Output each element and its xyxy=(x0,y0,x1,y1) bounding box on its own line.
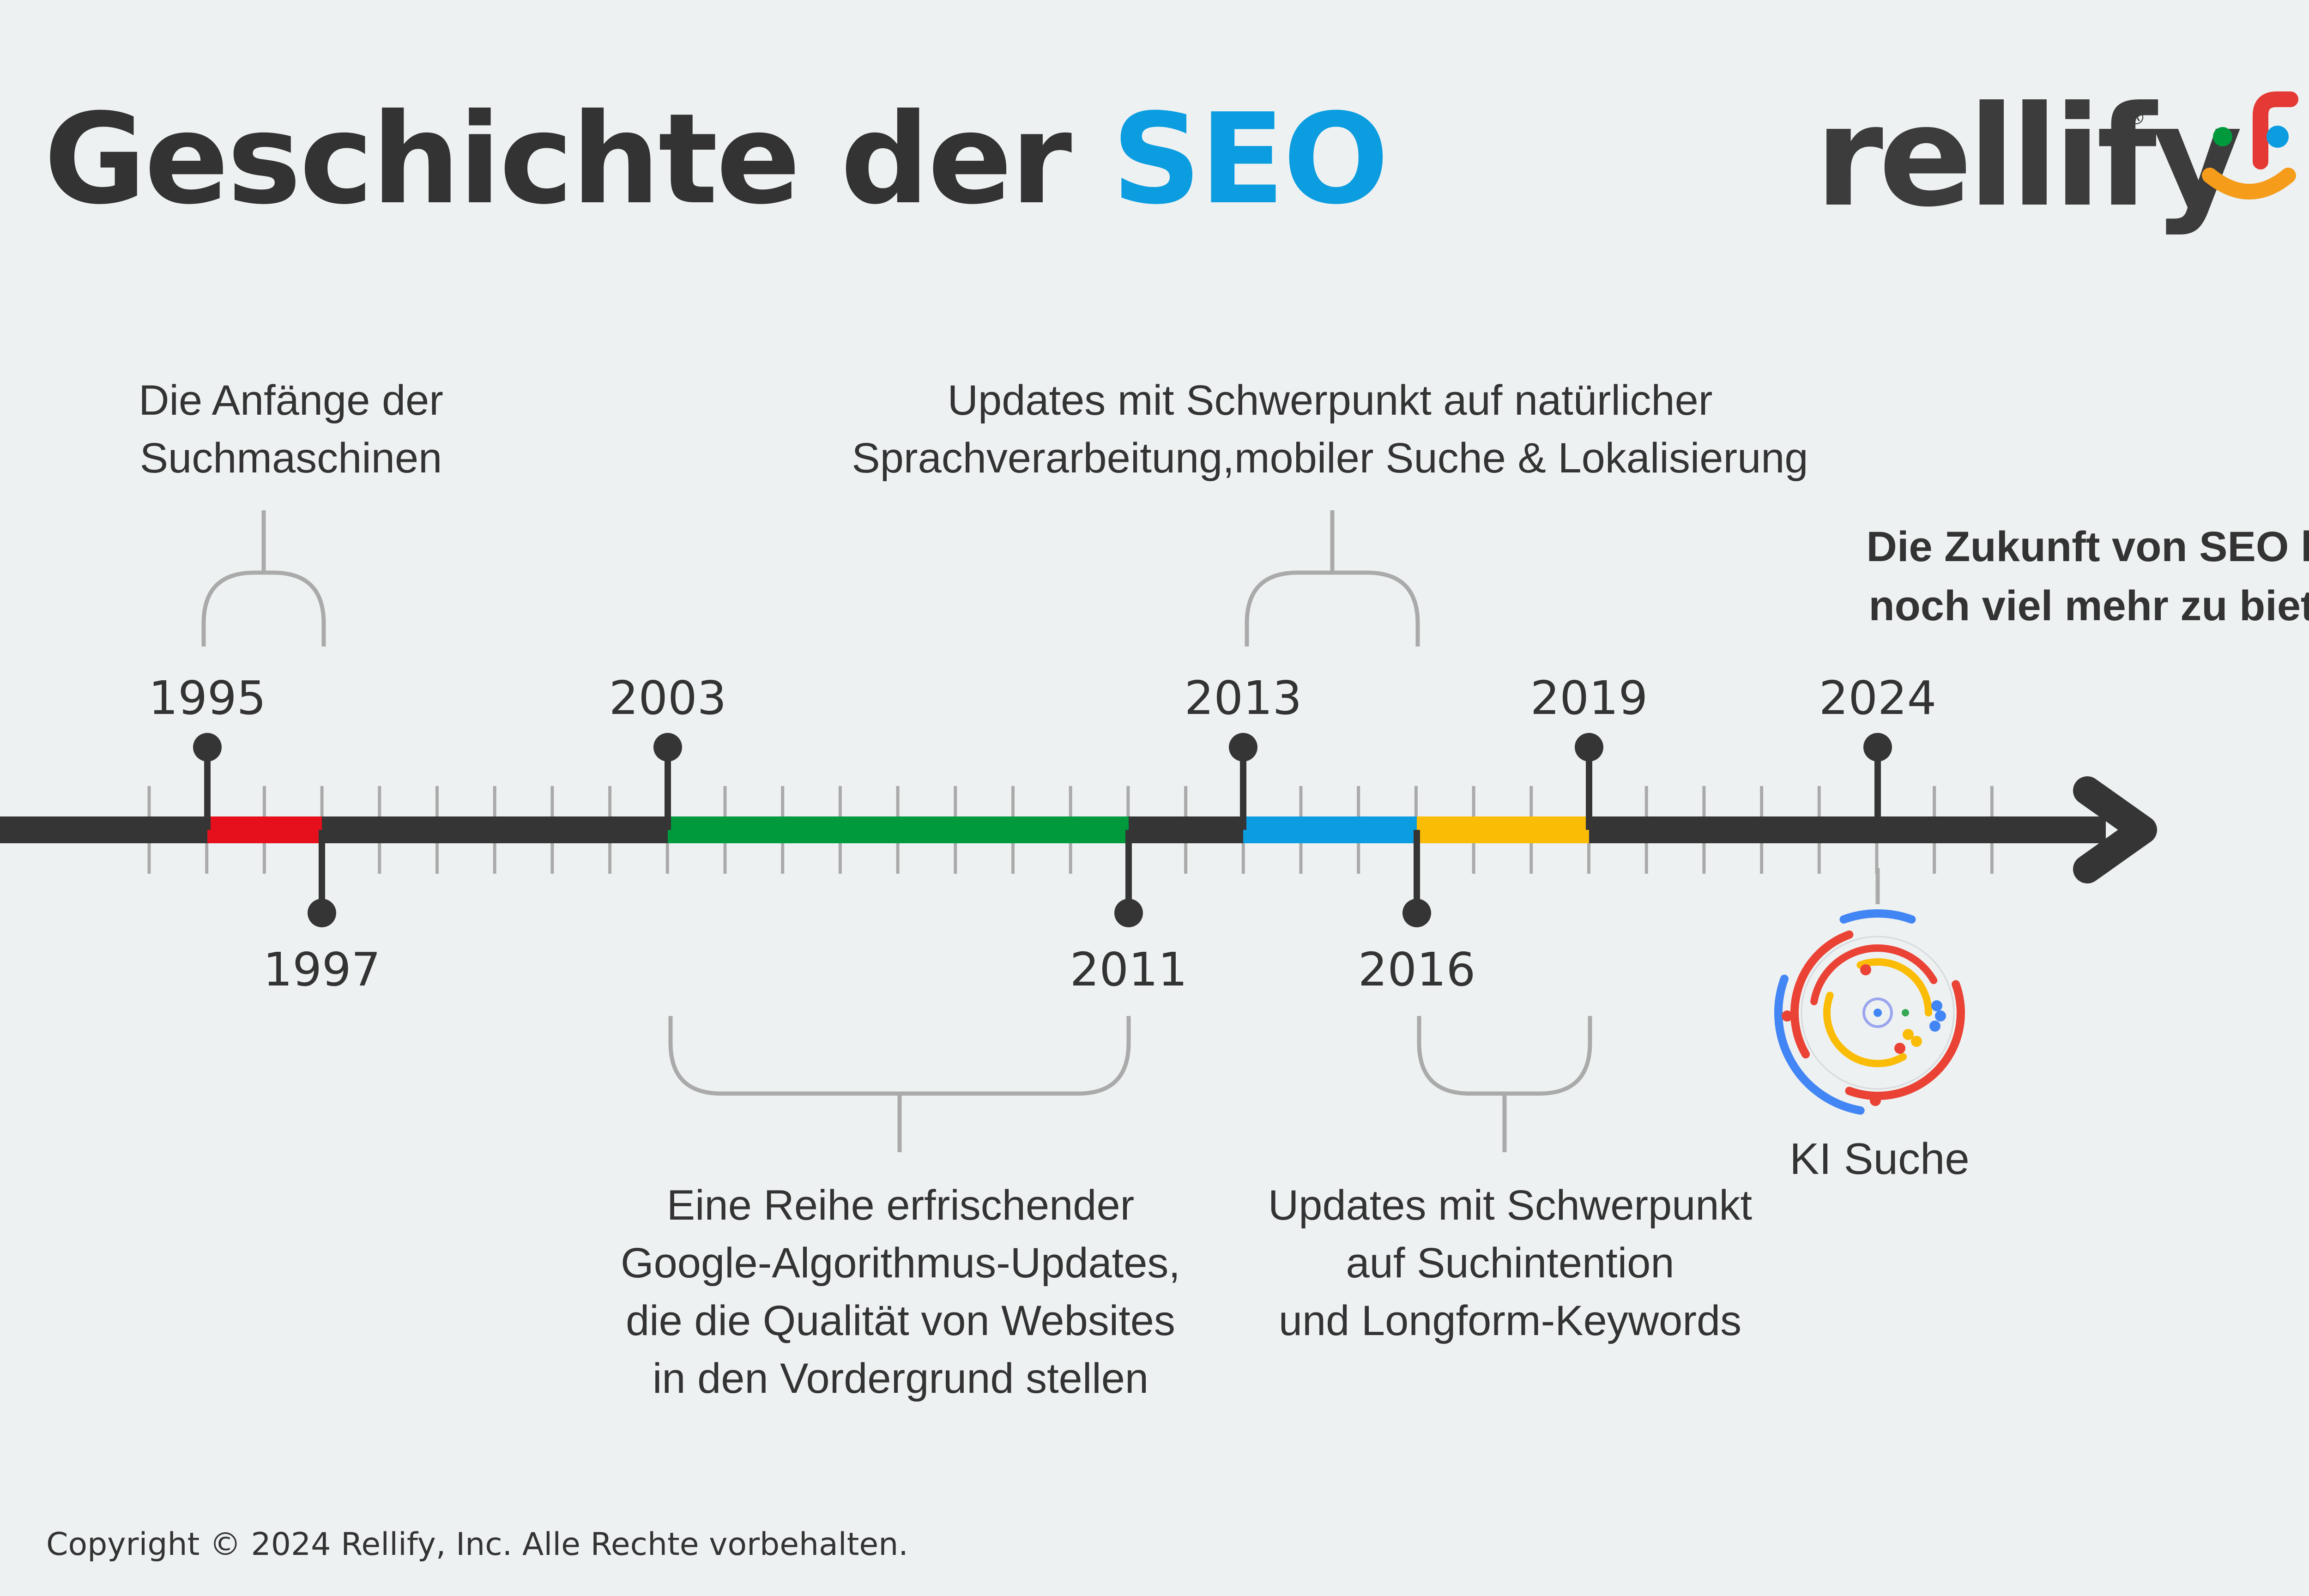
caption-search-intent: Updates mit Schwerpunkt auf Suchintentio… xyxy=(1268,1182,1753,1344)
ai-icon-dot xyxy=(1931,1000,1942,1011)
ai-icon-guide xyxy=(1801,936,1955,1090)
ai-icon-arc xyxy=(1790,930,1854,1058)
ai-icon-arc xyxy=(1856,958,1932,1016)
title-main: Geschichte der xyxy=(44,86,1072,232)
timeline-arrow-icon xyxy=(2073,776,2157,883)
page-title: Geschichte der SEO xyxy=(44,97,1389,222)
year-label-2011: 2011 xyxy=(1070,943,1188,997)
title-accent: SEO xyxy=(1112,86,1389,232)
caption-nlp-mobile-local: Updates mit Schwerpunkt auf natürlicher … xyxy=(852,377,1808,482)
caption-quality-updates: Eine Reihe erfrischender Google-Algorith… xyxy=(621,1182,1180,1402)
ai-icon-core-ring xyxy=(1862,998,1893,1028)
ai-icon-arc xyxy=(1845,980,1965,1100)
milestone-knob-2016 xyxy=(1402,899,1431,927)
year-label-1997: 1997 xyxy=(263,943,381,997)
milestone-knob-1997 xyxy=(308,899,336,927)
bracket-early xyxy=(201,510,326,647)
ai-icon-dot xyxy=(1935,1010,1946,1022)
milestone-knob-2011 xyxy=(1114,899,1143,927)
ai-icon-dot xyxy=(1860,964,1871,975)
caption-early-search-engines: Die Anfänge der Suchmaschinen xyxy=(139,377,443,482)
year-label-2003: 2003 xyxy=(609,671,727,725)
registered-mark: ® xyxy=(2127,106,2146,129)
milestone-knob-1995 xyxy=(193,733,222,762)
ai-icon-core xyxy=(1874,1009,1882,1017)
caption-ai-search: KI Suche xyxy=(1789,1134,1970,1184)
caption-future-of-seo: Die Zukunft von SEO hat noch viel mehr z… xyxy=(1866,523,2309,629)
year-label-2016: 2016 xyxy=(1358,943,1476,997)
ai-icon-arc xyxy=(1823,991,1907,1067)
ai-icon-dot xyxy=(1929,1021,1940,1032)
milestone-knob-2019 xyxy=(1575,733,1603,762)
year-label-1995: 1995 xyxy=(148,671,266,725)
bracket-nlp xyxy=(1245,510,1420,647)
milestone-knob-2013 xyxy=(1229,733,1257,762)
copyright-notice: Copyright © 2024 Rellify, Inc. Alle Rech… xyxy=(46,1526,908,1563)
ai-icon-dot xyxy=(1870,1095,1881,1106)
ai-icon-arc xyxy=(1774,974,1865,1115)
ai-icon-dot xyxy=(1782,1010,1793,1022)
year-label-2013: 2013 xyxy=(1184,671,1302,725)
ai-icon-dot xyxy=(1894,1043,1905,1054)
year-label-2019: 2019 xyxy=(1530,671,1648,725)
milestone-knob-2024 xyxy=(1863,733,1892,762)
ai-icon-dot xyxy=(1903,1029,1914,1040)
year-label-2024: 2024 xyxy=(1819,671,1937,725)
ai-icon-arc xyxy=(1839,909,1916,924)
bracket-quality xyxy=(668,1016,1131,1152)
brand-wordmark: rellify xyxy=(1815,76,2243,237)
milestone-knob-2003 xyxy=(653,733,682,762)
ai-icon-arc xyxy=(1810,944,1938,1005)
ai-icon-dot xyxy=(1911,1036,1922,1047)
bracket-intent xyxy=(1417,1016,1592,1152)
